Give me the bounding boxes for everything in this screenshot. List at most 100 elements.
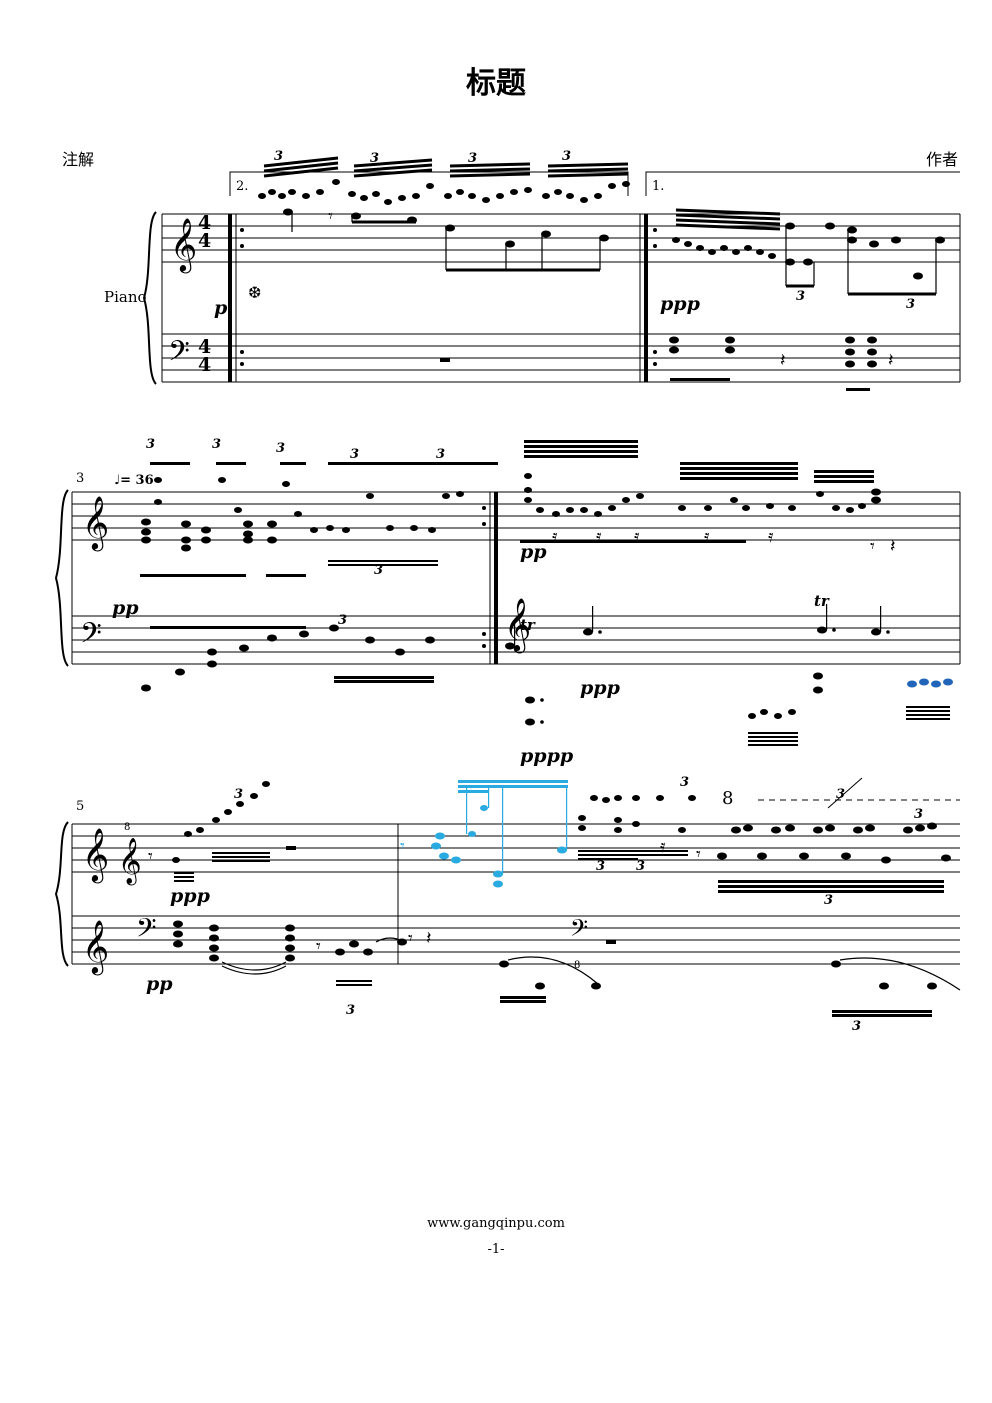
svg-text:𝄿: 𝄿 bbox=[552, 526, 558, 547]
time-sig-top-treble: 4 bbox=[198, 212, 211, 234]
system-2: 3 𝄞 𝄢 ♩= 36 3 3 3 3 3 3 pp bbox=[54, 437, 961, 767]
treble-staff-1 bbox=[162, 213, 960, 263]
measure-1-upper-notes: 3 3 3 3 bbox=[258, 149, 630, 205]
measure-2-bass: 𝄽 𝄽 bbox=[669, 336, 894, 391]
dynamic-pppp: pppp bbox=[520, 745, 574, 767]
page-title: 标题 bbox=[466, 66, 526, 101]
svg-text:𝄿: 𝄿 bbox=[596, 526, 602, 547]
time-sig-top-bass: 4 bbox=[198, 336, 211, 358]
measure-3-treble bbox=[140, 462, 498, 577]
dynamic-ppp-1: ppp bbox=[660, 293, 701, 315]
bass-staff-3 bbox=[72, 915, 960, 965]
svg-text:3: 3 bbox=[276, 441, 285, 456]
page-number: -1- bbox=[487, 1242, 505, 1257]
svg-text:𝄿: 𝄿 bbox=[660, 836, 666, 857]
bass-clef-1: 𝄢 bbox=[168, 335, 190, 375]
treble-clef-1: 𝄞 bbox=[170, 217, 197, 273]
svg-text:𝄿: 𝄿 bbox=[634, 526, 640, 547]
svg-text:𝄾: 𝄾 bbox=[148, 846, 153, 867]
bass-staff-2 bbox=[72, 615, 960, 665]
time-sig-bottom-treble: 4 bbox=[198, 230, 211, 252]
dynamic-pp-3: pp bbox=[146, 973, 173, 995]
svg-text:𝄿: 𝄿 bbox=[704, 526, 710, 547]
notes-label: 注解 bbox=[62, 150, 95, 169]
svg-text:8: 8 bbox=[124, 822, 130, 833]
ottava-line: 8 bbox=[722, 788, 960, 809]
time-sig-bottom-bass: 4 bbox=[198, 354, 211, 376]
composer-label: 作者 bbox=[925, 150, 958, 169]
svg-text:𝄾: 𝄾 bbox=[316, 936, 321, 957]
svg-text:3: 3 bbox=[346, 1003, 355, 1018]
svg-text:3: 3 bbox=[836, 787, 845, 802]
svg-text:3: 3 bbox=[146, 437, 155, 452]
svg-text:𝄢: 𝄢 bbox=[570, 914, 588, 947]
system-1: 𝄞 𝄢 4 4 4 4 2. 1. bbox=[142, 149, 961, 391]
svg-text:3: 3 bbox=[374, 563, 383, 578]
repeat-start-barline bbox=[228, 214, 244, 382]
svg-text:3: 3 bbox=[274, 149, 283, 164]
volta-1: 1. bbox=[645, 171, 960, 196]
svg-text:𝄾: 𝄾 bbox=[328, 206, 333, 227]
svg-text:𝄽: 𝄽 bbox=[780, 350, 786, 371]
svg-text:𝄽: 𝄽 bbox=[426, 928, 432, 949]
svg-text:3: 3 bbox=[914, 807, 923, 822]
grand-staff-brace bbox=[142, 211, 157, 385]
svg-text:𝄽: 𝄽 bbox=[890, 536, 896, 557]
dynamic-ppp-2: ppp bbox=[580, 677, 621, 699]
measure-number-3: 3 bbox=[76, 471, 84, 486]
svg-text:3: 3 bbox=[436, 447, 445, 462]
svg-text:2.: 2. bbox=[236, 179, 248, 194]
footer-url[interactable]: www.gangqinpu.com bbox=[427, 1216, 565, 1231]
dynamic-p: p bbox=[214, 297, 228, 319]
measure-3-bass bbox=[141, 624, 435, 692]
svg-text:𝄞: 𝄞 bbox=[82, 827, 109, 883]
dynamic-pp-2: pp bbox=[520, 541, 547, 563]
dynamic-ppp-3: ppp bbox=[170, 885, 211, 907]
repeat-barline-mid bbox=[639, 214, 657, 382]
measure-5-treble: 𝄾 bbox=[148, 781, 296, 882]
svg-text:3: 3 bbox=[824, 893, 833, 908]
svg-text:3: 3 bbox=[596, 859, 605, 874]
measure-7-treble bbox=[717, 822, 951, 893]
svg-text:3: 3 bbox=[350, 447, 359, 462]
trill-2: tr bbox=[814, 592, 830, 610]
treble-staff-3 bbox=[72, 823, 960, 873]
svg-text:3: 3 bbox=[212, 437, 221, 452]
svg-text:3: 3 bbox=[234, 787, 243, 802]
measure-1-middle-voice: 𝄾 bbox=[283, 206, 609, 272]
svg-text:3: 3 bbox=[852, 1019, 861, 1034]
system-3: 5 𝄞 8 𝄞 𝄞 𝄾 3 ppp 𝄢 𝄾 bbox=[54, 775, 961, 1034]
treble-staff-2 bbox=[72, 491, 960, 541]
svg-text:3: 3 bbox=[562, 149, 571, 164]
measure-5-bass: 𝄢 𝄾 bbox=[136, 912, 373, 986]
svg-text:3: 3 bbox=[906, 297, 915, 312]
bass-whole-rest bbox=[440, 358, 450, 362]
svg-text:3: 3 bbox=[370, 151, 379, 166]
highlighted-notes-cyan: 𝄾 bbox=[400, 780, 568, 888]
svg-text:𝄢: 𝄢 bbox=[136, 912, 157, 950]
svg-text:3: 3 bbox=[680, 775, 689, 790]
svg-text:8: 8 bbox=[574, 960, 580, 971]
svg-text:𝄞: 𝄞 bbox=[82, 495, 109, 551]
svg-text:3: 3 bbox=[636, 859, 645, 874]
svg-text:𝄿: 𝄿 bbox=[768, 526, 774, 547]
svg-text:𝄢: 𝄢 bbox=[80, 617, 102, 657]
dynamic-pp-1: pp bbox=[112, 597, 139, 619]
svg-text:3: 3 bbox=[338, 613, 347, 628]
svg-text:1.: 1. bbox=[652, 179, 664, 194]
svg-text:𝄞: 𝄞 bbox=[118, 838, 142, 886]
tempo-mark: ♩= 36 bbox=[114, 473, 154, 488]
bass-staff-1 bbox=[162, 333, 960, 383]
svg-text:𝄾: 𝄾 bbox=[408, 928, 413, 949]
trill-1: tr bbox=[520, 616, 536, 634]
measure-4-bass: 𝄞 tr tr bbox=[504, 592, 890, 746]
svg-text:𝄾: 𝄾 bbox=[400, 836, 405, 857]
svg-text:𝄽: 𝄽 bbox=[888, 350, 894, 371]
svg-text:8: 8 bbox=[722, 788, 733, 809]
segno-mark: ❆ bbox=[248, 283, 261, 302]
measure-2-treble: 3 3 ppp bbox=[660, 208, 945, 315]
svg-text:3: 3 bbox=[468, 151, 477, 166]
svg-text:3: 3 bbox=[796, 289, 805, 304]
measure-6-treble: 𝄿 𝄾 bbox=[578, 795, 701, 865]
